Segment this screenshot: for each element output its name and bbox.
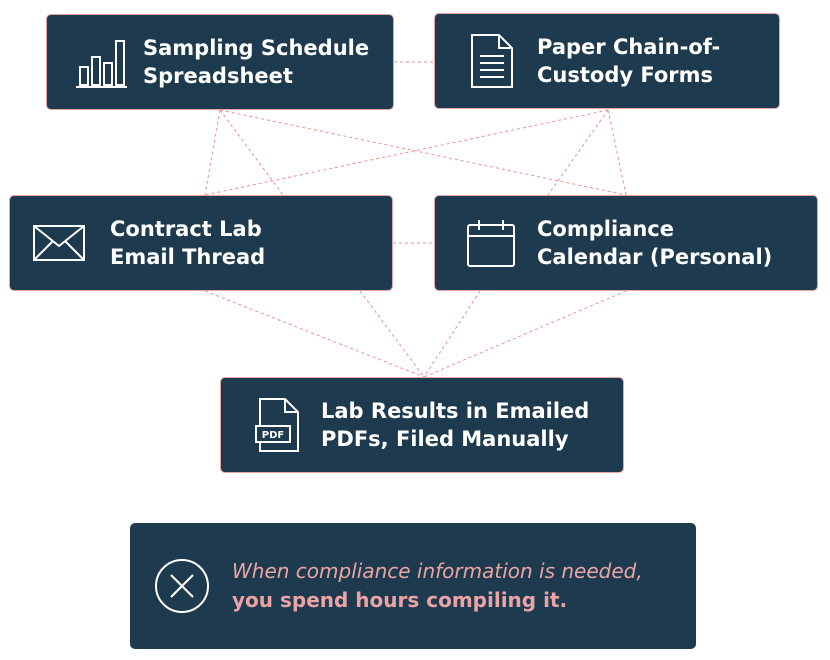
callout-text: When compliance information is needed, y… — [232, 557, 643, 615]
bar-chart-icon — [71, 35, 131, 89]
callout-line-2: you spend hours compiling it. — [232, 588, 568, 612]
contract-lab-email-node: Contract Lab Email Thread — [9, 195, 393, 291]
connector-extra-1 — [547, 109, 609, 196]
node-label: Contract Lab Email Thread — [110, 217, 266, 269]
envelope-icon — [32, 224, 86, 262]
compliance-calendar-node: Compliance Calendar (Personal) — [434, 195, 818, 291]
callout-line-1: When compliance information is needed, — [232, 559, 643, 583]
sampling-schedule-spreadsheet-node: Sampling Schedule Spreadsheet — [46, 14, 394, 110]
connector-spreadsheet-email — [204, 109, 221, 196]
calendar-icon — [465, 217, 517, 269]
pdf-file-icon: PDF — [255, 396, 301, 454]
svg-text:PDF: PDF — [262, 430, 284, 441]
connector-spreadsheet-calendar — [219, 109, 627, 196]
node-label: Compliance Calendar (Personal) — [537, 217, 773, 269]
node-label: Sampling Schedule Spreadsheet — [143, 36, 370, 88]
connector-extra-0 — [219, 109, 284, 196]
lab-results-pdf-node: PDF Lab Results in Emailed PDFs, Filed M… — [220, 377, 624, 473]
connector-extra-3 — [423, 290, 481, 378]
document-icon — [467, 32, 517, 90]
connector-paper-email — [204, 109, 609, 196]
callout-banner: When compliance information is needed, y… — [130, 523, 696, 649]
node-label: Lab Results in Emailed PDFs, Filed Manua… — [321, 399, 590, 451]
connector-calendar-pdf — [423, 290, 627, 378]
connector-email-pdf — [204, 290, 425, 378]
paper-custody-forms-node: Paper Chain-of- Custody Forms — [434, 13, 780, 109]
node-label: Paper Chain-of- Custody Forms — [537, 35, 721, 87]
x-circle-icon — [154, 558, 210, 614]
connector-paper-calendar — [607, 109, 627, 196]
